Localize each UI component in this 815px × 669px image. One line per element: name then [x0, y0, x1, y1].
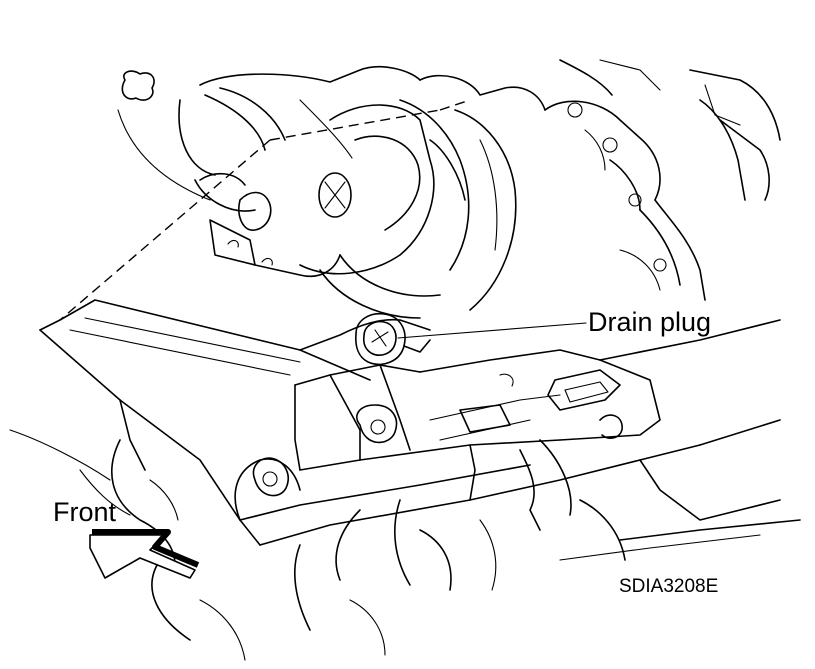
lower-components	[9, 319, 801, 661]
figure-code: SDIA3208E	[619, 576, 719, 597]
upper-drivetrain-housing	[117, 59, 781, 301]
drain-plug-leader	[397, 322, 587, 339]
hidden-outline-dashed	[59, 99, 471, 321]
front-arrow-icon	[89, 529, 200, 579]
drain-plug	[355, 312, 431, 366]
transmission-oil-pan	[39, 299, 701, 546]
front-direction-label: Front	[53, 497, 117, 527]
drain-plug-callout-label: Drain plug	[588, 307, 712, 337]
engine-mount-insulator	[194, 99, 517, 319]
